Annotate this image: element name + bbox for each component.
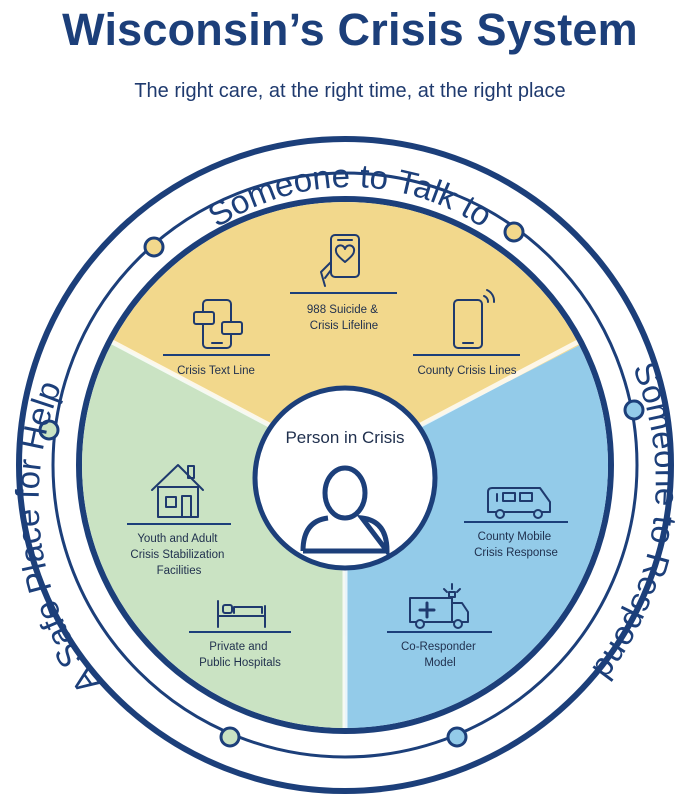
label-hospitals: Private and Public Hospitals: [199, 641, 281, 669]
van-icon: [487, 487, 551, 519]
page-subtitle: The right care, at the right time, at th…: [134, 80, 566, 102]
outer-ring: [16, 136, 674, 794]
ring-connector-dots: [38, 221, 645, 748]
label-county-crisis-lines: County Crisis Lines: [417, 365, 516, 377]
person-icon: [300, 465, 390, 559]
label-crisis-text-line: Crisis Text Line: [177, 365, 255, 377]
center-circle: [252, 385, 438, 571]
label-co-responder: Co-Responder Model: [401, 641, 479, 669]
house-icon: [151, 464, 204, 518]
page-title: Wisconsin’s Crisis System: [62, 4, 638, 55]
phone-signal-icon: [453, 289, 496, 349]
middle-ring: [51, 171, 639, 759]
chat-phone-icon: [193, 299, 243, 349]
inner-ring: [76, 196, 614, 734]
label-988-lifeline: 988 Suicide & Crisis Lifeline: [307, 304, 381, 332]
label-stabilization-facilities: Youth and Adult Crisis Stabilization Fac…: [130, 533, 227, 577]
phone-heart-icon: [320, 234, 360, 287]
center-label: Person in Crisis: [285, 428, 404, 447]
label-county-mobile-crisis: County Mobile Crisis Response: [474, 531, 558, 559]
ambulance-icon: [409, 583, 469, 629]
bed-icon: [217, 600, 266, 628]
